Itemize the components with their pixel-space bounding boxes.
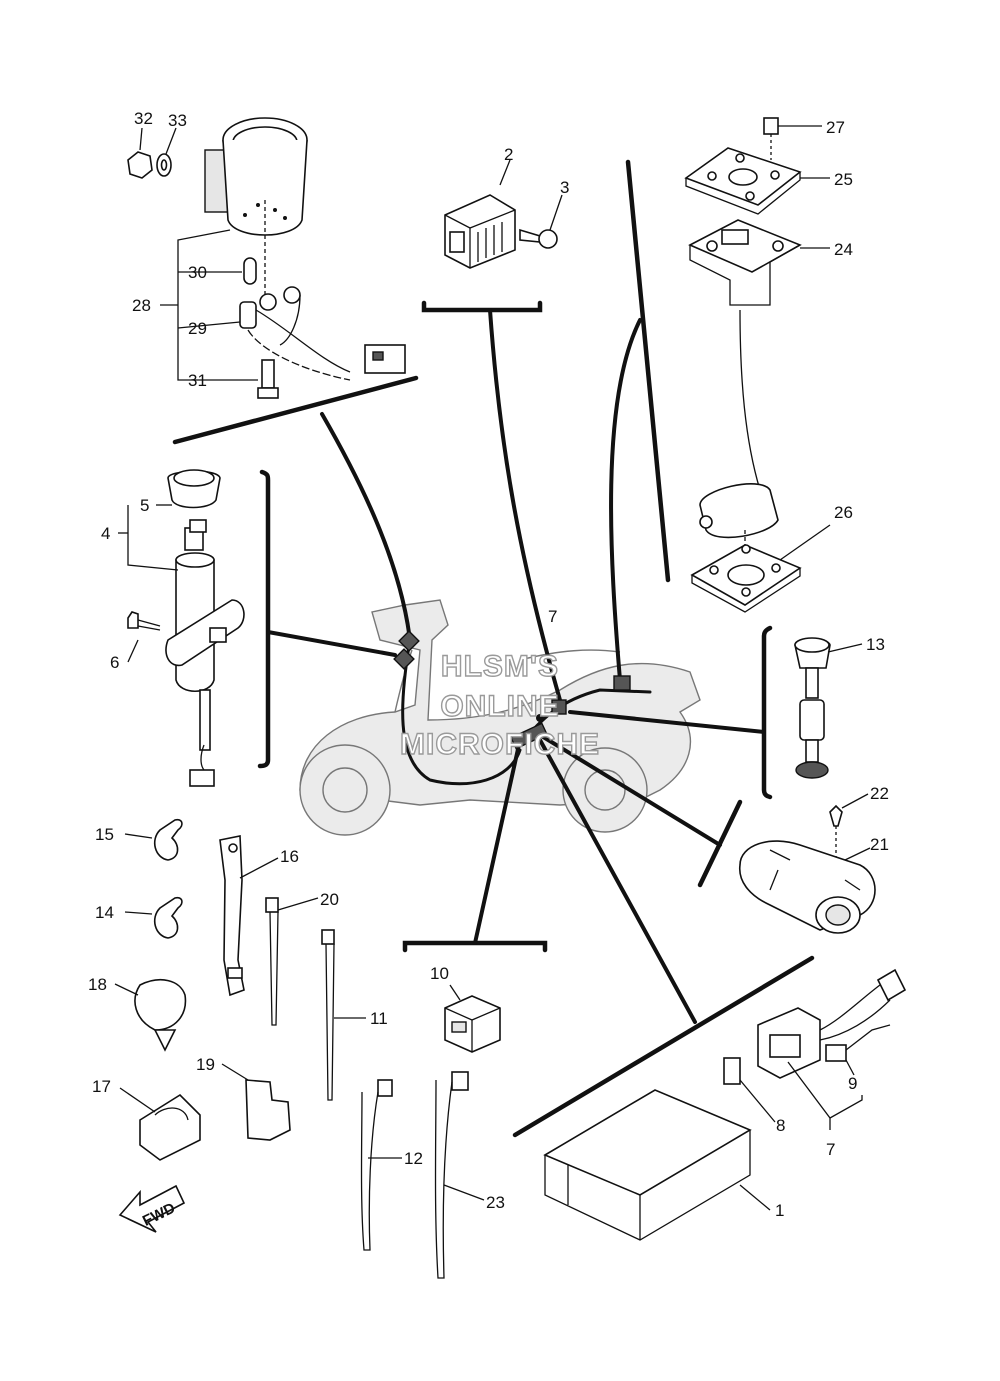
clamp-15	[153, 818, 183, 861]
callout-10: 10	[430, 964, 449, 983]
callout-32: 32	[134, 109, 153, 128]
tie-20	[265, 897, 279, 913]
callout-2: 2	[504, 145, 513, 164]
relay-bracket	[421, 300, 543, 313]
callout-25: 25	[834, 170, 853, 189]
callout-33: 33	[168, 111, 187, 130]
callout-4: 4	[101, 524, 110, 543]
clamp-18	[134, 979, 187, 1031]
callout-15: 15	[95, 825, 114, 844]
meter-assembly	[127, 117, 406, 399]
callout-29: 30	[188, 263, 207, 282]
nut	[127, 151, 153, 179]
holder-19	[245, 1079, 291, 1141]
callout-9: 9	[848, 1074, 857, 1093]
main-switch-bracket	[257, 469, 271, 769]
thermo-unit	[794, 637, 863, 779]
callout-8: 8	[776, 1116, 785, 1135]
callout-14: 14	[95, 903, 114, 922]
forward-arrow: FWD	[118, 1184, 186, 1233]
tie-12	[377, 1079, 393, 1097]
callout-30: 29	[188, 319, 207, 338]
rear-wheel	[562, 747, 648, 833]
fuel-sender	[684, 117, 831, 613]
front-wheel	[299, 744, 391, 836]
callout-11: 11	[370, 1009, 388, 1028]
callout-1: 1	[775, 1201, 784, 1220]
callout-3: 3	[560, 178, 569, 197]
cdi-bracket	[512, 955, 815, 1138]
tie-23	[451, 1071, 469, 1091]
relay-10	[444, 984, 501, 1053]
callout-24: 24	[834, 240, 853, 259]
callout-7a: 7	[548, 607, 557, 626]
relay-screw	[519, 228, 541, 243]
watermark-line-3: MICROFICHE	[400, 728, 600, 761]
callout-18: 18	[88, 975, 107, 994]
starter-relay	[739, 793, 876, 934]
main-switch	[118, 469, 245, 787]
callout-19: 19	[196, 1055, 215, 1074]
float	[699, 482, 779, 539]
callout-26: 26	[834, 503, 853, 522]
fuel-gauge-bracket	[625, 159, 671, 583]
callout-labels: 1 2 3 4 5 6 7 7 8 9 10 11 12 13 14 15 16…	[88, 109, 889, 1220]
watermark-line-1: HLSM'S	[441, 650, 559, 683]
clamps-and-ties	[114, 818, 485, 1279]
fwd-arrow-icon	[118, 1184, 186, 1233]
tie-11	[321, 929, 335, 945]
watermark-line-2: ONLINE	[440, 690, 559, 723]
coupler-8	[723, 1057, 741, 1085]
sub-lead	[723, 968, 907, 1130]
clamp-14	[153, 896, 183, 939]
callout-22: 22	[870, 784, 889, 803]
gauge-screw	[763, 117, 779, 135]
relay-unit	[444, 159, 563, 269]
coupler-9	[825, 1044, 847, 1062]
thermo-bracket	[761, 625, 773, 800]
callout-20: 20	[320, 890, 339, 909]
switch-plate	[165, 599, 245, 667]
cdi-unit	[543, 1089, 771, 1241]
bulb	[243, 257, 257, 285]
meter-bracket	[172, 375, 419, 445]
callout-16: 16	[280, 847, 299, 866]
callout-12: 12	[404, 1149, 423, 1168]
clamp-17	[139, 1093, 201, 1161]
callout-13: 13	[866, 635, 885, 654]
meter-coupler	[364, 344, 406, 374]
callout-31: 31	[188, 371, 207, 390]
callout-6: 6	[110, 653, 119, 672]
watermark: HLSM'S ONLINE MICROFICHE	[399, 649, 600, 761]
callout-21: 21	[870, 835, 889, 854]
bulb-socket	[239, 301, 257, 329]
connector-leaders	[172, 159, 815, 1138]
callout-7b: 7	[826, 1140, 835, 1159]
callout-28: 28	[132, 296, 151, 315]
callout-5: 5	[140, 496, 149, 515]
band-16	[219, 835, 245, 997]
callout-27: 27	[826, 118, 845, 137]
callout-17: 17	[92, 1077, 111, 1096]
callout-23: 23	[486, 1193, 505, 1212]
